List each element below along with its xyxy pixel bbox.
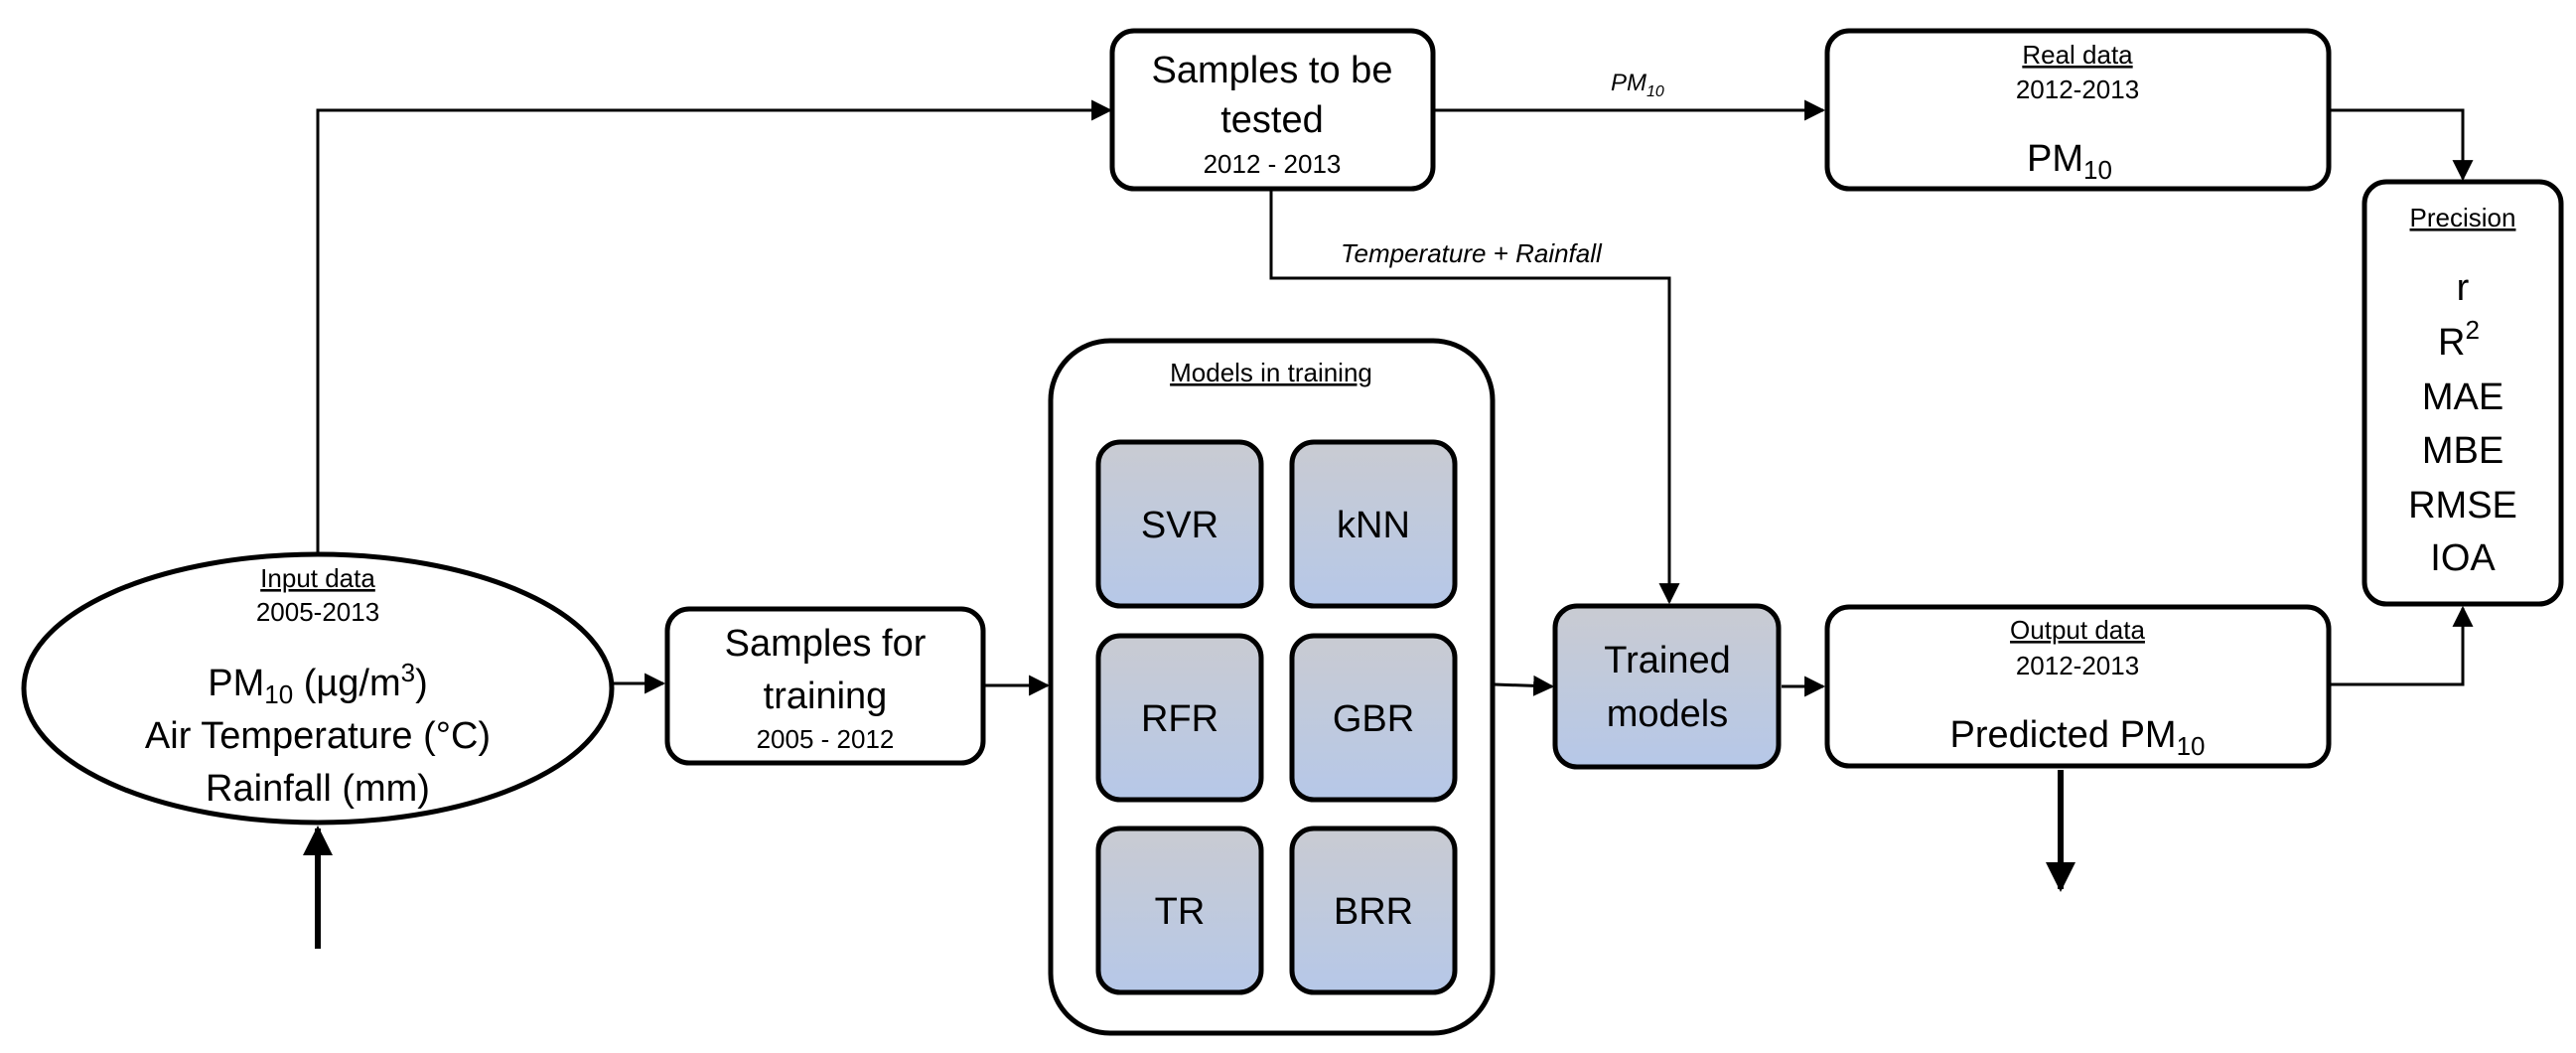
model-label-gbr: GBR [1333,698,1414,740]
connectors [316,99,2474,697]
precision-mae: MAE [2422,376,2504,418]
samples-tested-line2: tested [1220,99,1324,141]
input-data-heading: Input data [260,563,375,593]
edge-label-temp-rain: Temperature + Rainfall [1341,238,1603,268]
edge-input-to-tested [316,99,1113,574]
model-box-brr [1289,826,1458,995]
model-label-knn: kNN [1337,505,1410,546]
model-box-tr [1095,826,1264,995]
output-data-node: Output data 2012-2013 Predicted PM10 [1824,604,2332,769]
precision-heading: Precision [2410,203,2516,232]
edge-label-pm10: PM10 [1611,70,1664,100]
trained-models-line1: Trained [1604,640,1730,681]
edge-models-to-trained [1494,675,1555,696]
samples-tested-line1: Samples to be [1152,50,1393,91]
real-data-years: 2012-2013 [2016,75,2139,104]
samples-tested-years: 2012 - 2013 [1204,149,1342,179]
model-box-rfr [1095,633,1264,803]
models-node: Models in training SVR kNN RFR GBR TR BR… [1048,338,1496,1036]
input-data-years: 2005-2013 [256,597,379,627]
trained-models-line2: models [1607,693,1729,735]
model-box-gbr [1289,633,1458,803]
edge-real-to-precision [2331,108,2474,182]
edge-tested-to-trained [1269,191,1680,605]
output-data-years: 2012-2013 [2016,651,2139,680]
precision-box [2361,179,2564,607]
real-data-box [1824,28,2332,192]
precision-mbe: MBE [2422,430,2504,472]
output-data-heading: Output data [2010,615,2145,645]
thick-arrows [303,770,2075,949]
samples-training-line2: training [764,676,888,717]
edge-output-to-precision [2331,605,2474,686]
precision-node: Precision r R2 MAE MBE RMSE IOA [2361,179,2564,607]
trained-models-box [1552,603,1782,770]
samples-training-box [664,606,986,766]
models-heading: Models in training [1170,358,1372,387]
output-data-predicted: Predicted PM10 [1949,714,2205,761]
input-data-rain-line: Rainfall (mm) [206,768,430,810]
real-data-heading: Real data [2022,40,2133,70]
model-label-brr: BRR [1334,891,1413,933]
samples-training-line1: Samples for [725,623,927,665]
samples-tested-box [1109,28,1436,192]
model-label-svr: SVR [1141,505,1218,546]
model-box-knn [1289,439,1458,609]
precision-r: r [2457,267,2470,309]
model-box-svr [1095,439,1264,609]
input-data-temp-line: Air Temperature (°C) [145,715,491,757]
input-data-pm-line: PM10 (µg/m3) [208,658,428,709]
precision-r2: R2 [2438,315,2480,364]
input-data-ellipse [21,551,615,826]
samples-training-node: Samples for training 2005 - 2012 [664,606,986,766]
model-label-tr: TR [1155,891,1206,933]
model-label-rfr: RFR [1141,698,1218,740]
input-data-node: Input data 2005-2013 PM10 (µg/m3) Air Te… [21,551,615,826]
samples-tested-node: Samples to be tested 2012 - 2013 [1109,28,1436,192]
samples-training-years: 2005 - 2012 [757,724,895,754]
precision-rmse: RMSE [2408,485,2517,526]
trained-models-node: Trained models [1552,603,1782,770]
real-data-node: Real data 2012-2013 PM10 [1824,28,2332,192]
output-data-box [1824,604,2332,769]
precision-ioa: IOA [2430,537,2496,579]
real-data-pm: PM10 [2027,138,2112,185]
